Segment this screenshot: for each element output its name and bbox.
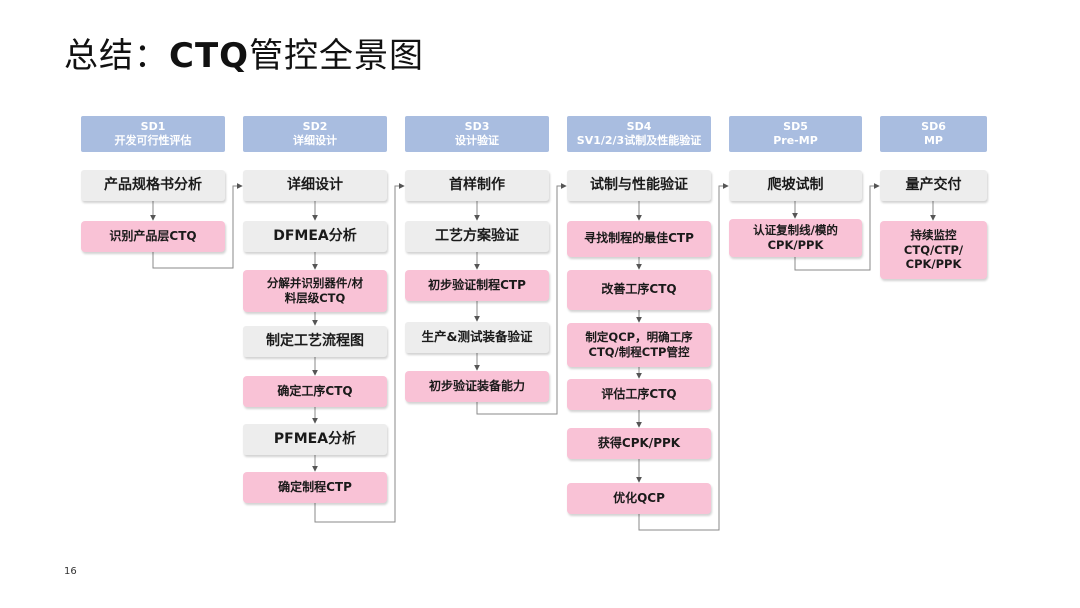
sd6-header-label: MP bbox=[923, 134, 943, 147]
sd2-node-4: 制定工艺流程图 bbox=[243, 326, 387, 357]
sd4-node-1: 试制与性能验证 bbox=[567, 170, 711, 201]
sd4-header-label: SV1/2/3试制及性能验证 bbox=[576, 134, 702, 147]
sd2-node-5: 确定工序CTQ bbox=[243, 376, 387, 407]
sd1-header-code: SD1 bbox=[140, 119, 166, 133]
sd4-node-4: 制定QCP，明确工序 CTQ/制程CTP管控 bbox=[567, 323, 711, 367]
sd4-node-5: 评估工序CTQ bbox=[567, 379, 711, 410]
title-suffix: 管控全景图 bbox=[249, 36, 425, 76]
sd2-node-2: DFMEA分析 bbox=[243, 221, 387, 252]
sd5-header-label: Pre-MP bbox=[773, 134, 818, 147]
sd5-node-2: 认证复制线/模的 CPK/PPK bbox=[729, 219, 862, 257]
sd2-node-1: 详细设计 bbox=[243, 170, 387, 201]
sd4-node-7: 优化QCP bbox=[567, 483, 711, 514]
sd3-node-5: 初步验证装备能力 bbox=[405, 371, 549, 402]
title-bold: CTQ bbox=[169, 36, 250, 76]
sd3-node-1: 首样制作 bbox=[405, 170, 549, 201]
sd1-node-1: 产品规格书分析 bbox=[81, 170, 225, 201]
sd4-node-6: 获得CPK/PPK bbox=[567, 428, 711, 459]
sd1-node-2: 识别产品层CTQ bbox=[81, 221, 225, 252]
sd2-node-6: PFMEA分析 bbox=[243, 424, 387, 455]
sd2-header-label: 详细设计 bbox=[293, 134, 337, 147]
sd6-node-1: 量产交付 bbox=[880, 170, 987, 201]
page-title: 总结：CTQ管控全景图 bbox=[64, 28, 424, 77]
sd6-header-code: SD6 bbox=[921, 119, 946, 133]
sd2-node-3: 分解并识别器件/材 料层级CTQ bbox=[243, 270, 387, 312]
sd3-node-2: 工艺方案验证 bbox=[405, 221, 549, 252]
sd6-node-2: 持续监控 CTQ/CTP/ CPK/PPK bbox=[880, 221, 987, 279]
page-number: 16 bbox=[64, 566, 77, 577]
title-prefix: 总结： bbox=[64, 36, 169, 76]
sd2-node-7: 确定制程CTP bbox=[243, 472, 387, 503]
sd4-header-code: SD4 bbox=[626, 119, 652, 133]
sd3-header-code: SD3 bbox=[464, 119, 490, 133]
sd1-header-label: 开发可行性评估 bbox=[114, 134, 192, 147]
sd2-header-code: SD2 bbox=[302, 119, 328, 133]
sd5-header-code: SD5 bbox=[783, 119, 808, 133]
sd3-header-label: 设计验证 bbox=[455, 134, 499, 147]
sd3-node-3: 初步验证制程CTP bbox=[405, 270, 549, 301]
sd4-node-3: 改善工序CTQ bbox=[567, 270, 711, 310]
sd5-node-1: 爬坡试制 bbox=[729, 170, 862, 201]
sd3-node-4: 生产&测试装备验证 bbox=[405, 322, 549, 353]
sd4-node-2: 寻找制程的最佳CTP bbox=[567, 221, 711, 257]
